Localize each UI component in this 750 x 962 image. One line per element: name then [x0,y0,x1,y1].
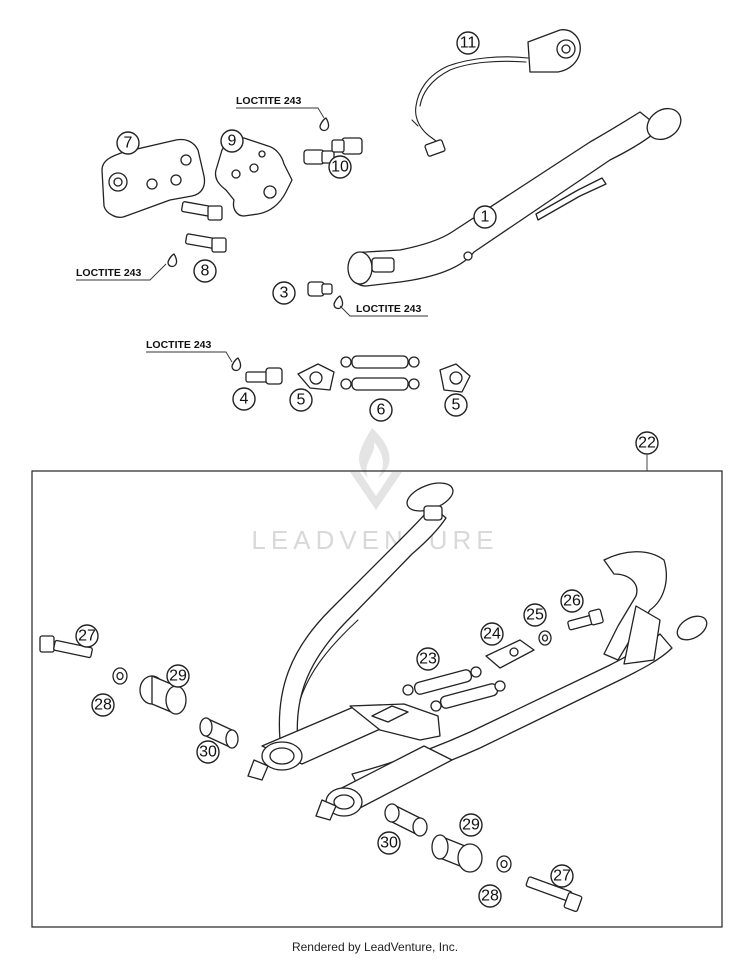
bolt-part-3 [307,281,333,297]
side-stand-part [347,107,682,287]
svg-text:30: 30 [199,744,217,761]
washer-part-25 [538,630,552,646]
bolt-part-26 [567,608,604,631]
center-stand-part [247,482,708,821]
loctite-drop-8 [167,253,178,268]
sleeve-part-30-right [384,803,428,837]
callout-29: 29 [459,813,483,837]
svg-text:24: 24 [483,626,501,643]
bolt-part-27-right [525,876,583,912]
kit-frame [31,470,723,928]
callout-25: 25 [523,603,547,627]
bolts-part-8 [181,201,227,253]
svg-text:27: 27 [78,628,96,645]
callout-11: 11 [456,31,480,55]
callout-7: 7 [116,131,140,155]
svg-text:7: 7 [124,135,133,152]
svg-text:22: 22 [638,435,656,452]
svg-text:5: 5 [452,397,461,414]
svg-text:1: 1 [481,209,490,226]
leader-loctite-1 [236,107,325,119]
svg-text:10: 10 [331,159,349,176]
callout-10: 10 [328,155,352,179]
svg-text:4: 4 [240,391,249,408]
svg-text:29: 29 [462,817,480,834]
leader-loctite-4 [146,351,233,363]
loctite-drop-10 [319,117,330,132]
svg-text:5: 5 [297,392,306,409]
svg-text:3: 3 [280,285,289,302]
callout-26: 26 [560,589,584,613]
callout-27: 27 [75,624,99,648]
leader-loctite-2 [76,263,167,281]
bolt-part-4 [245,367,283,385]
svg-text:28: 28 [481,888,499,905]
callout-29: 29 [166,664,190,688]
callout-1: 1 [473,205,497,229]
callout-4: 4 [232,387,256,411]
callout-23: 23 [416,647,440,671]
callout-28: 28 [478,884,502,908]
callout-30: 30 [377,831,401,855]
loctite-label: LOCTITE 243 [76,267,142,279]
watermark-text: LEADVENTURE [251,525,498,555]
springs-part-6 [340,355,420,391]
bolt-part-27-left [39,635,93,659]
svg-text:23: 23 [419,651,437,668]
svg-text:26: 26 [563,593,581,610]
svg-text:11: 11 [460,35,477,52]
svg-text:28: 28 [94,697,112,714]
bolts-part-10 [303,137,363,165]
leader-loctite-3 [339,305,428,317]
callout-24: 24 [480,622,504,646]
svg-text:27: 27 [553,868,571,885]
leadventure-watermark: LEADVENTURE [251,428,498,555]
loctite-drop-3 [333,295,344,310]
svg-text:9: 9 [228,133,237,150]
loctite-drop-4 [231,357,242,372]
bushing-part-29-left [139,675,187,715]
callout-22: 22 [635,431,659,455]
callout-5: 5 [444,393,468,417]
svg-text:25: 25 [526,607,544,624]
bracket-part [101,138,206,218]
svg-text:30: 30 [380,835,398,852]
callout-3: 3 [272,281,296,305]
callout-27: 27 [550,864,574,888]
washer-part-28-right [496,855,512,873]
callout-5: 5 [289,388,313,412]
springs-part-23 [402,666,506,712]
svg-text:8: 8 [201,263,210,280]
plate-part-24 [485,639,535,669]
loctite-label: LOCTITE 243 [146,339,212,351]
callout-28: 28 [91,693,115,717]
sleeve-part-30-left [199,717,239,749]
washer-part-28-left [112,667,128,685]
loctite-label: LOCTITE 243 [356,303,422,315]
callout-8: 8 [193,259,217,283]
bushing-part-29-right [431,834,483,873]
svg-text:29: 29 [169,668,187,685]
footer-credit: Rendered by LeadVenture, Inc. [291,940,459,954]
svg-text:6: 6 [377,402,386,419]
callout-30: 30 [196,740,220,764]
side-stand-switch-part [411,29,581,157]
callout-9: 9 [220,129,244,153]
callout-6: 6 [369,398,393,422]
loctite-label: LOCTITE 243 [236,95,302,107]
